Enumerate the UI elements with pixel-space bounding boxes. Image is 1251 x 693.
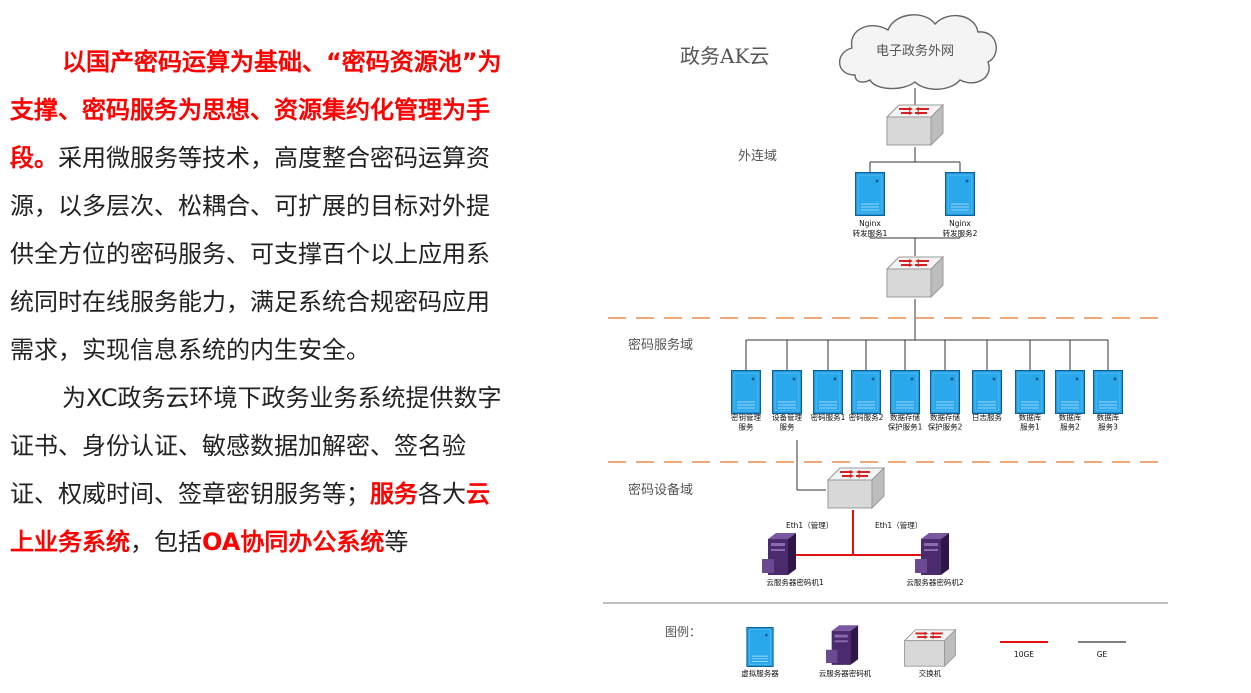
body-text: 采用微服务等技术，高度整合密码运算资源，以多层次、松耦合、可扩展的目标对外提供全… xyxy=(10,144,490,364)
server-label: 数据存储 xyxy=(890,412,920,422)
body-text: 为XC政务云环境下政务业务系统提供数字证书、身份认证、敏感数据加解密、签名验证、… xyxy=(10,384,502,508)
virtual-server-icon xyxy=(772,370,802,414)
cloud-icon xyxy=(838,14,997,90)
text-panel: 以国产密码运算为基础、“密码资源池”为支撑、密码服务为思想、资源集约化管理为手段… xyxy=(10,38,510,566)
paragraph-1: 以国产密码运算为基础、“密码资源池”为支撑、密码服务为思想、资源集约化管理为手段… xyxy=(10,38,510,374)
virtual-server-icon xyxy=(855,172,885,216)
crypto-machine-icon xyxy=(762,533,796,575)
paragraph-2: 为XC政务云环境下政务业务系统提供数字证书、身份认证、敏感数据加解密、签名验证、… xyxy=(10,374,510,566)
virtual-server-icon xyxy=(1055,370,1085,414)
server-label: Nginx xyxy=(859,219,881,228)
highlight-text: 服务 xyxy=(370,480,418,508)
server-label: 密钥管理 xyxy=(731,412,761,422)
server-label: 数据库 xyxy=(1097,412,1120,422)
diagram-group: 政务AK云电子政务外网外连域Nginx转发服务1Nginx转发服务2密码服务域密… xyxy=(603,14,1168,678)
virtual-server-icon xyxy=(731,370,761,414)
virtual-server-icon xyxy=(1093,370,1123,414)
highlight-text: 云上业务系统 xyxy=(10,480,490,556)
virtual-server-icon xyxy=(972,370,1002,414)
legend-title: 图例： xyxy=(665,625,701,639)
highlight-text: OA协同办公系统 xyxy=(202,528,385,556)
server-label: 密码服务1 xyxy=(811,412,846,422)
legend-label: 云服务器密码机 xyxy=(819,668,872,678)
virtual-server-icon xyxy=(851,370,881,414)
switch-icon xyxy=(886,104,944,146)
machine-label: 云服务器密码机2 xyxy=(906,577,963,587)
legend-label: GE xyxy=(1097,650,1108,659)
body-text: 各大 xyxy=(418,480,466,508)
server-label: 保护服务1 xyxy=(888,422,923,432)
server-label: Nginx xyxy=(949,219,971,228)
switch-icon xyxy=(827,467,885,509)
virtual-server-icon xyxy=(930,370,960,414)
server-label: 转发服务2 xyxy=(943,228,978,238)
highlight-text: 以国产密码运算为基础、“密码资源池”为支撑、密码服务为思想、资源集约化管理为手段… xyxy=(10,48,502,172)
eth-label: Eth1（管理） xyxy=(875,520,922,530)
diagram-title: 政务AK云 xyxy=(680,44,769,68)
eth-label: Eth1（管理） xyxy=(786,520,833,530)
virtual-server-icon xyxy=(1015,370,1045,414)
zone-label-crypto-service: 密码服务域 xyxy=(628,337,693,353)
server-label: 数据库 xyxy=(1059,412,1082,422)
server-label: 设备管理 xyxy=(772,412,802,422)
legend-label: 10GE xyxy=(1014,650,1034,659)
server-label: 密码服务2 xyxy=(849,412,884,422)
server-label: 服务 xyxy=(780,422,795,432)
server-label: 数据存储 xyxy=(930,412,960,422)
switch-icon xyxy=(886,256,944,298)
server-label: 服务1 xyxy=(1020,422,1040,432)
legend-label: 虚拟服务器 xyxy=(741,668,779,678)
zone-label-external: 外连域 xyxy=(738,148,777,164)
server-label: 服务2 xyxy=(1060,422,1080,432)
server-label: 日志服务 xyxy=(972,412,1002,422)
virtual-server-icon xyxy=(945,172,975,216)
server-label: 转发服务1 xyxy=(853,228,888,238)
server-label: 服务 xyxy=(739,422,754,432)
body-text: ，包括 xyxy=(130,528,202,556)
server-label: 数据库 xyxy=(1019,412,1042,422)
legend-label: 交换机 xyxy=(919,668,942,678)
virtual-server-icon xyxy=(746,627,774,667)
switch-icon xyxy=(903,628,957,668)
machine-label: 云服务器密码机1 xyxy=(766,577,823,587)
server-label: 保护服务2 xyxy=(928,422,963,432)
body-text: 等 xyxy=(384,528,409,556)
virtual-server-icon xyxy=(890,370,920,414)
cloud-label: 电子政务外网 xyxy=(876,43,954,59)
server-label: 服务3 xyxy=(1098,422,1118,432)
virtual-server-icon xyxy=(813,370,843,414)
zone-label-crypto-device: 密码设备域 xyxy=(628,482,693,498)
crypto-machine-icon xyxy=(826,625,859,665)
